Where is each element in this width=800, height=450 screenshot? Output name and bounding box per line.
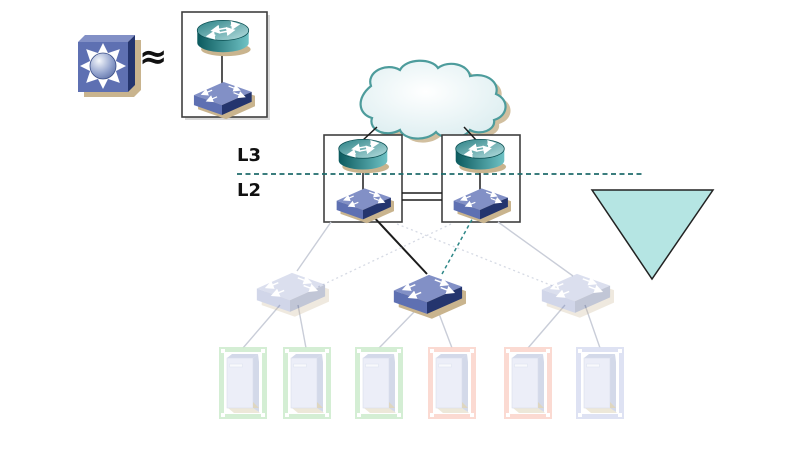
link-centersw-server3 (378, 310, 416, 349)
server-2-icon (283, 347, 331, 419)
server-3-icon (355, 347, 403, 419)
link-lines (221, 56, 601, 349)
approx-equal-symbol: ≈ (139, 37, 168, 77)
server-4-icon (428, 347, 476, 419)
server-5-icon (504, 347, 552, 419)
link-rightsw-server5 (527, 304, 566, 349)
cloud-icon (359, 59, 511, 143)
uplink-left-to-right (396, 223, 559, 289)
access-switch-center-icon (394, 275, 467, 319)
server-1-icon (219, 347, 267, 419)
label-l2: L2 (237, 180, 261, 201)
right-router-icon (456, 139, 506, 173)
server-6-icon (576, 347, 624, 419)
uplink-right-to-center (441, 213, 476, 275)
label-l3: L3 (237, 145, 261, 166)
multilayer-switch-icon (78, 35, 141, 97)
legend-router-icon (197, 20, 250, 56)
left-router-icon (339, 139, 389, 173)
access-switch-left-icon (257, 273, 330, 317)
link-centersw-server4 (437, 310, 453, 349)
link-cloud-right-router (463, 126, 478, 142)
access-switch-right-icon (542, 274, 615, 318)
uplink-right-to-right (497, 221, 574, 277)
uplink-left-to-center (369, 212, 428, 275)
link-leftsw-server1 (242, 304, 281, 349)
uplink-left-to-left (296, 221, 332, 272)
highlight-triangle (590, 189, 715, 281)
link-cloud-left-router (361, 126, 378, 142)
